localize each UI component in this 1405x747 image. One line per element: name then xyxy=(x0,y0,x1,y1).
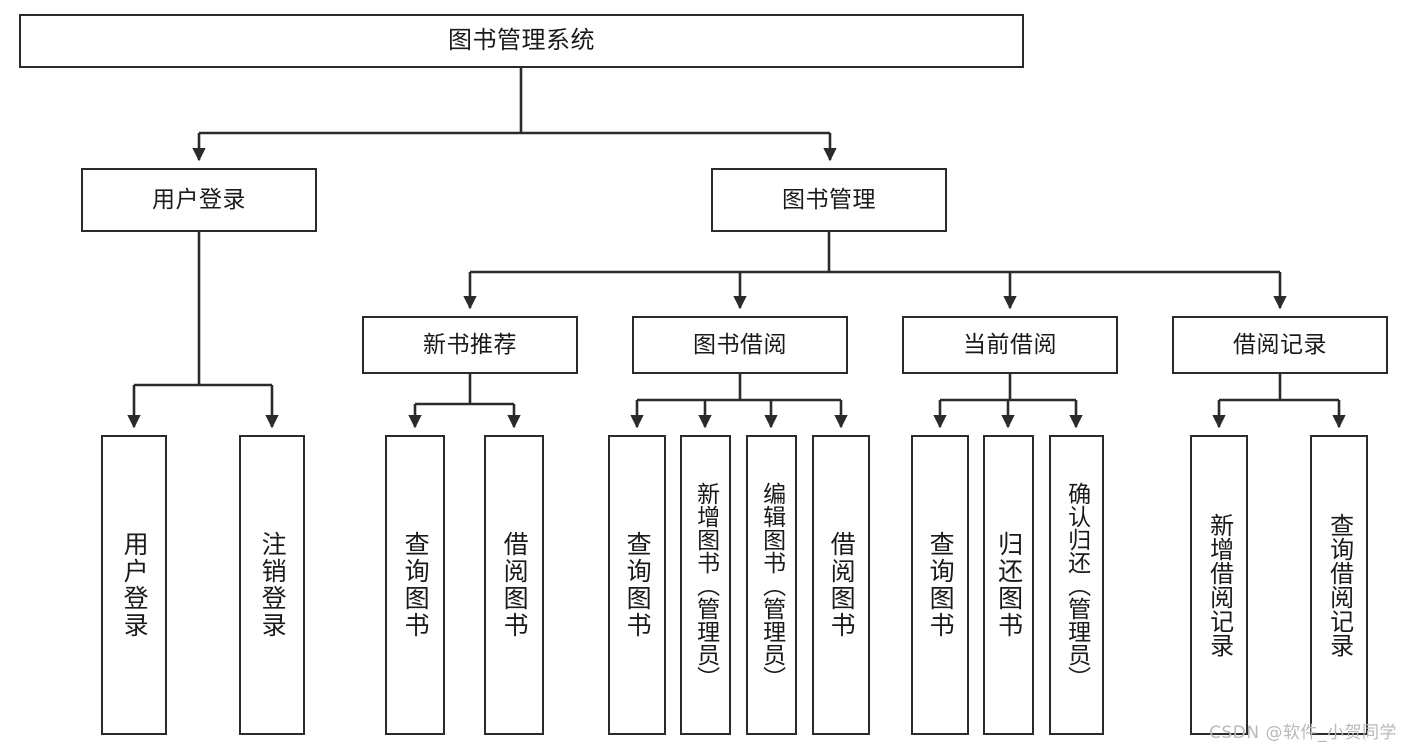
node-leaf-borrow-book-2-label: 借阅图书 xyxy=(827,531,857,639)
node-leaf-add-book[interactable]: 新增图书（管理员） xyxy=(680,435,731,735)
node-leaf-borrow-book-1[interactable]: 借阅图书 xyxy=(484,435,544,735)
node-leaf-edit-book-label: 编辑图书（管理员） xyxy=(758,481,785,689)
node-current-borrow-label: 当前借阅 xyxy=(963,331,1057,358)
node-book-manage-label: 图书管理 xyxy=(782,186,876,213)
node-book-manage[interactable]: 图书管理 xyxy=(711,168,947,232)
node-book-borrow-label: 图书借阅 xyxy=(693,331,787,358)
node-leaf-user-login[interactable]: 用户登录 xyxy=(101,435,167,735)
csdn-watermark: CSDN @软件_小贺同学 xyxy=(1209,723,1397,743)
node-borrow-record[interactable]: 借阅记录 xyxy=(1172,316,1388,374)
node-leaf-add-book-label: 新增图书（管理员） xyxy=(692,481,719,689)
node-book-borrow[interactable]: 图书借阅 xyxy=(632,316,848,374)
node-new-book-rec[interactable]: 新书推荐 xyxy=(362,316,578,374)
node-leaf-edit-book[interactable]: 编辑图书（管理员） xyxy=(746,435,797,735)
node-leaf-query-book-1-label: 查询图书 xyxy=(401,531,431,639)
node-leaf-query-book-1[interactable]: 查询图书 xyxy=(385,435,445,735)
node-leaf-confirm-return[interactable]: 确认归还（管理员） xyxy=(1049,435,1104,735)
node-leaf-user-login-label: 用户登录 xyxy=(120,531,150,639)
node-user-login[interactable]: 用户登录 xyxy=(81,168,317,232)
node-leaf-query-book-2-label: 查询图书 xyxy=(623,531,653,639)
node-root-label: 图书管理系统 xyxy=(448,26,595,55)
node-current-borrow[interactable]: 当前借阅 xyxy=(902,316,1118,374)
node-leaf-user-logout[interactable]: 注销登录 xyxy=(239,435,305,735)
node-leaf-query-book-2[interactable]: 查询图书 xyxy=(608,435,666,735)
node-leaf-confirm-return-label: 确认归还（管理员） xyxy=(1063,481,1090,689)
node-leaf-query-book-3-label: 查询图书 xyxy=(926,531,956,639)
node-leaf-query-record[interactable]: 查询借阅记录 xyxy=(1310,435,1368,735)
node-root[interactable]: 图书管理系统 xyxy=(19,14,1024,68)
node-user-login-label: 用户登录 xyxy=(152,186,246,213)
node-borrow-record-label: 借阅记录 xyxy=(1233,331,1327,358)
node-leaf-return-book-label: 归还图书 xyxy=(994,531,1024,639)
node-leaf-user-logout-label: 注销登录 xyxy=(258,531,288,639)
node-new-book-rec-label: 新书推荐 xyxy=(423,331,517,358)
node-leaf-borrow-book-2[interactable]: 借阅图书 xyxy=(812,435,870,735)
node-leaf-return-book[interactable]: 归还图书 xyxy=(983,435,1034,735)
node-leaf-add-record-label: 新增借阅记录 xyxy=(1205,513,1234,657)
node-leaf-borrow-book-1-label: 借阅图书 xyxy=(500,531,530,639)
node-leaf-query-book-3[interactable]: 查询图书 xyxy=(911,435,969,735)
node-leaf-query-record-label: 查询借阅记录 xyxy=(1325,513,1354,657)
node-leaf-add-record[interactable]: 新增借阅记录 xyxy=(1190,435,1248,735)
